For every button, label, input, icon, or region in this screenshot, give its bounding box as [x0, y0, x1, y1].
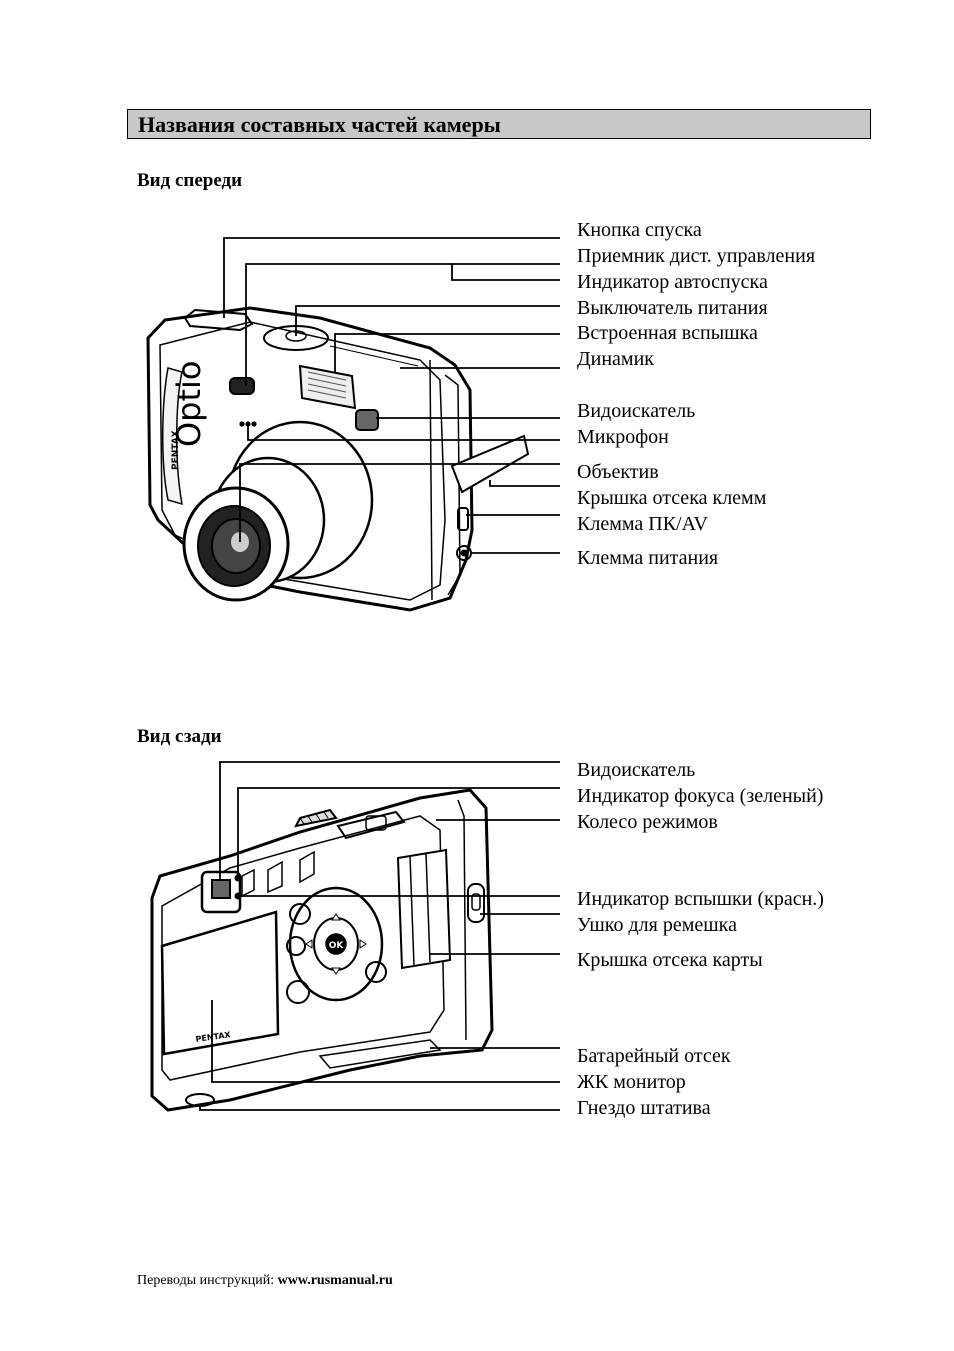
label-power-switch: Выключатель питания: [577, 297, 768, 319]
label-microphone: Микрофон: [577, 426, 669, 448]
label-strap-lug: Ушко для ремешка: [577, 914, 737, 936]
footer-site-link[interactable]: www.rusmanual.ru: [277, 1273, 393, 1288]
ok-button-text: OK: [329, 941, 345, 951]
label-focus-indicator: Индикатор фокуса (зеленый): [577, 785, 824, 807]
front-camera-illustration: [146, 306, 530, 612]
label-card-cover: Крышка отсека карты: [577, 949, 763, 971]
label-battery-compartment: Батарейный отсек: [577, 1045, 731, 1067]
front-leader-lines: [223, 237, 560, 554]
label-lcd-monitor: ЖК монитор: [577, 1071, 686, 1093]
label-flash-indicator: Индикатор вспышки (красн.): [577, 888, 824, 910]
label-viewfinder-back: Видоискатель: [577, 759, 696, 781]
back-leader-lines: [199, 761, 560, 1111]
label-remote-receiver: Приемник дист. управления: [577, 245, 816, 267]
front-brand-text: Optio: [170, 360, 208, 447]
label-self-timer-lamp: Индикатор автоспуска: [577, 271, 768, 293]
label-shutter-button: Кнопка спуска: [577, 219, 702, 241]
back-view-heading: Вид сзади: [137, 726, 222, 747]
front-view-heading: Вид спереди: [137, 170, 243, 191]
label-speaker: Динамик: [577, 348, 655, 370]
label-tripod-socket: Гнездо штатива: [577, 1097, 711, 1119]
label-lens: Объектив: [577, 461, 659, 483]
label-builtin-flash: Встроенная вспышка: [577, 322, 758, 344]
label-terminal-cover: Крышка отсека клемм: [577, 487, 767, 509]
label-viewfinder-front: Видоискатель: [577, 400, 696, 422]
footer-prefix: Переводы инструкций:: [137, 1273, 278, 1288]
section-title-bar: Названия составных частей камеры: [127, 109, 871, 139]
back-camera-illustration: [150, 788, 494, 1112]
front-maker-text: PENTAX: [171, 430, 181, 470]
label-power-terminal: Клемма питания: [577, 547, 719, 569]
label-mode-dial: Колесо режимов: [577, 811, 718, 833]
label-pc-av-terminal: Клемма ПК/AV: [577, 513, 708, 535]
section-title: Названия составных частей камеры: [138, 112, 501, 137]
footer: Переводы инструкций: www.rusmanual.ru: [137, 1273, 393, 1289]
